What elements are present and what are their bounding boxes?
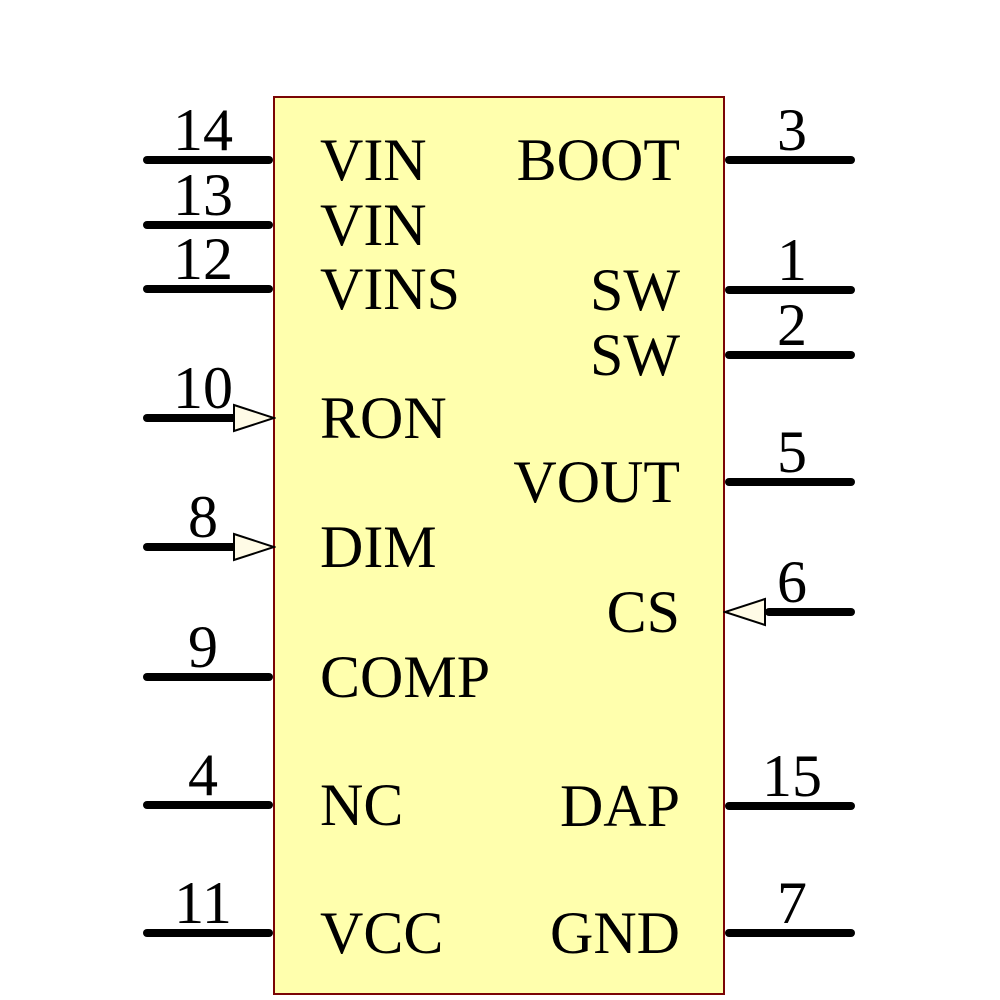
pin-number: 15 — [762, 743, 822, 809]
component-body — [273, 96, 725, 995]
pin-number: 13 — [173, 162, 233, 228]
pin-name: NC — [320, 772, 404, 838]
pin-line — [143, 801, 273, 809]
pin-line — [725, 351, 855, 359]
pin-line — [143, 285, 273, 293]
pin-name: DIM — [320, 514, 437, 580]
pin-number: 7 — [777, 870, 807, 936]
pin-line — [725, 156, 855, 164]
pin-line — [143, 929, 273, 937]
pin-line — [143, 673, 273, 681]
pin-number: 11 — [174, 870, 232, 936]
pin-name: VCC — [320, 900, 444, 966]
pin-number: 10 — [173, 355, 233, 421]
pin-number: 9 — [188, 614, 218, 680]
pin-name: CS — [606, 579, 680, 645]
pin-name: VOUT — [513, 449, 680, 515]
pin-name: GND — [550, 900, 680, 966]
pin-line — [143, 414, 237, 422]
pin-name: SW — [590, 322, 680, 388]
pin-line — [725, 929, 855, 937]
pin-name: COMP — [320, 644, 491, 710]
pin-line — [143, 543, 237, 551]
input-arrow-icon — [723, 597, 766, 627]
pin-name: VIN — [320, 127, 427, 193]
pin-number: 8 — [188, 484, 218, 550]
pin-number: 5 — [777, 419, 807, 485]
pin-number: 6 — [777, 549, 807, 615]
pin-number: 12 — [173, 226, 233, 292]
input-arrow-icon — [233, 532, 276, 562]
pin-number: 3 — [777, 97, 807, 163]
pin-name: BOOT — [516, 127, 680, 193]
pin-name: DAP — [559, 773, 680, 839]
pin-name: VINS — [320, 256, 461, 322]
pin-number: 1 — [777, 227, 807, 293]
input-arrow-icon — [233, 403, 276, 433]
pin-number: 4 — [188, 742, 218, 808]
pin-name: VIN — [320, 192, 427, 258]
pin-line — [143, 156, 273, 164]
pin-name: SW — [590, 257, 680, 323]
pin-number: 2 — [777, 292, 807, 358]
pin-line — [725, 802, 855, 810]
pin-number: 14 — [173, 97, 233, 163]
pin-line — [143, 221, 273, 229]
pin-line — [725, 286, 855, 294]
pin-line — [725, 478, 855, 486]
pin-line — [765, 608, 855, 616]
pin-name: RON — [320, 385, 447, 451]
